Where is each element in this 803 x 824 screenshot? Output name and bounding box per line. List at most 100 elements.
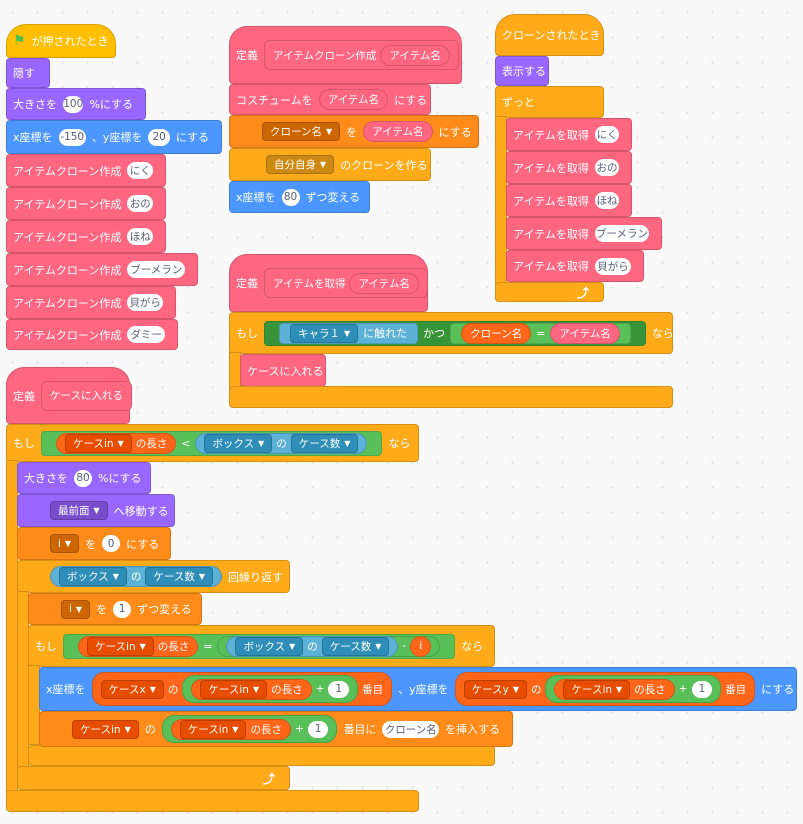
get-item-call-block[interactable]: アイテムを取得 貝がら [506, 250, 644, 282]
list-length-reporter[interactable]: ケースin ▼ の長さ [78, 635, 199, 657]
variable-dropdown[interactable]: クローン名 ▼ [262, 122, 341, 141]
list-dropdown[interactable]: ケースin ▼ [72, 719, 139, 739]
make-clone-call-block[interactable]: アイテムクローン作成 ブーメラン [6, 253, 198, 286]
add-operator[interactable]: ケースin ▼ の長さ + 1 [161, 715, 338, 743]
clone-target-dropdown[interactable]: 自分自身 ▼ [266, 155, 335, 174]
set-i-block[interactable]: i ▼ を 0 にする [17, 527, 171, 560]
property-dropdown[interactable]: ケース数 ▼ [321, 636, 390, 656]
sprite-dropdown[interactable]: キャラ１ ▼ [290, 323, 359, 343]
item-arg-input[interactable]: ブーメラン [127, 261, 185, 278]
variable-dropdown[interactable]: i ▼ [50, 534, 80, 553]
make-clone-call-block[interactable]: アイテムクローン作成 貝がら [6, 286, 176, 319]
change-x-input[interactable]: 80 [281, 188, 300, 206]
set-size-block[interactable]: 大きさを 100 %にする [6, 88, 146, 120]
list-dropdown[interactable]: ケースin ▼ [200, 679, 268, 699]
get-item-call-block[interactable]: アイテムを取得 にく [506, 118, 632, 151]
when-clone-start-block[interactable]: クローンされたとき [495, 14, 604, 56]
get-item-call-block[interactable]: アイテムを取得 ほね [506, 184, 632, 217]
define-case-block[interactable]: 定義 ケースに入れる [6, 367, 132, 424]
set-size-block[interactable]: 大きさを 80 %にする [17, 462, 151, 494]
custom-block-prototype[interactable]: アイテムクローン作成 アイテム名 [264, 40, 459, 70]
size-input[interactable]: 80 [74, 469, 92, 487]
y-input[interactable]: 20 [148, 128, 170, 146]
get-item-call-block[interactable]: アイテムを取得 ブーメラン [506, 217, 662, 250]
make-clone-call-block[interactable]: アイテムクローン作成 にく [6, 154, 166, 187]
add-operator[interactable]: ケースin ▼ の長さ + 1 [545, 675, 722, 703]
list-length-reporter[interactable]: ケースin ▼ の長さ [554, 678, 675, 700]
goto-xy-item-block[interactable]: x座標を ケースx ▼ の ケースin ▼ の長さ + 1 番目 、y座標を [39, 667, 797, 711]
value-input[interactable]: クローン名 [382, 720, 439, 738]
property-dropdown[interactable]: ケース数 ▼ [145, 567, 213, 586]
make-clone-call-block[interactable]: アイテムクローン作成 ほね [6, 220, 166, 253]
if-length-less-block[interactable]: もし ケースin ▼ の長さ < ボックス ▼ の ケース数 ▼ [6, 424, 419, 462]
subtract-operator[interactable]: ボックス ▼ の ケース数 ▼ - i [217, 635, 441, 657]
layer-dropdown[interactable]: 最前面 ▼ [50, 501, 108, 520]
item-arg-input[interactable]: おの [594, 159, 619, 176]
equals-operator[interactable]: ケースin ▼ の長さ = ボックス ▼ の ケース数 ▼ [63, 633, 456, 659]
list-dropdown[interactable]: ケースin ▼ [563, 679, 631, 699]
sprite-dropdown[interactable]: ボックス ▼ [235, 636, 304, 656]
item-of-list-reporter[interactable]: ケースy ▼ の ケースin ▼ の長さ + 1 番目 [454, 672, 756, 706]
list-dropdown[interactable]: ケースy ▼ [463, 679, 527, 699]
list-length-reporter[interactable]: ケースin ▼ の長さ [170, 718, 291, 740]
set-costume-block[interactable]: コスチュームを アイテム名 にする [229, 84, 431, 115]
sensing-of-reporter[interactable]: ボックス ▼ の ケース数 ▼ [195, 432, 368, 454]
item-arg-input[interactable]: ダミー [127, 326, 165, 343]
change-i-input[interactable]: 1 [113, 600, 132, 618]
param-reporter[interactable]: アイテム名 [363, 121, 433, 142]
insert-into-list-block[interactable]: ケースin ▼ の ケースin ▼ の長さ + 1 番目に クローン名 を挿入す… [39, 711, 513, 747]
forever-block[interactable]: ずっと [495, 86, 604, 118]
variable-dropdown[interactable]: i ▼ [61, 599, 91, 619]
number-input[interactable]: 1 [691, 680, 713, 698]
when-flag-clicked-block[interactable]: ⚑ が押されたとき [6, 24, 116, 58]
item-arg-input[interactable]: 貝がら [594, 257, 631, 275]
list-dropdown[interactable]: ケースin ▼ [87, 636, 154, 656]
create-clone-block[interactable]: 自分自身 ▼ のクローンを作る [229, 148, 431, 181]
goto-xy-block[interactable]: x座標を -150 、y座標を 20 にする [6, 120, 222, 154]
list-dropdown[interactable]: ケースin ▼ [179, 719, 247, 739]
change-i-block[interactable]: i ▼ を 1 ずつ変える [28, 593, 202, 625]
param-reporter[interactable]: アイテム名 [550, 322, 620, 344]
show-block[interactable]: 表示する [495, 56, 549, 86]
item-arg-input[interactable]: ほね [127, 228, 153, 245]
item-arg-input[interactable]: おの [127, 195, 153, 212]
number-input[interactable]: 1 [307, 720, 329, 738]
item-arg-input[interactable]: にく [594, 126, 619, 143]
sprite-dropdown[interactable]: ボックス ▼ [204, 433, 273, 453]
make-clone-call-block[interactable]: アイテムクローン作成 ダミー [6, 319, 178, 350]
sensing-of-reporter[interactable]: ボックス ▼ の ケース数 ▼ [50, 566, 222, 587]
define-clone-block[interactable]: 定義 アイテムクローン作成 アイテム名 [229, 26, 462, 84]
if-touching-block[interactable]: もし キャラ１ ▼ に触れた かつ クローン名 = アイテム名 なら [229, 312, 674, 354]
and-operator[interactable]: キャラ１ ▼ に触れた かつ クローン名 = アイテム名 [264, 320, 646, 346]
less-than-operator[interactable]: ケースin ▼ の長さ < ボックス ▼ の ケース数 ▼ [41, 430, 383, 456]
touching-sensor[interactable]: キャラ１ ▼ に触れた [279, 322, 419, 344]
custom-block-prototype[interactable]: アイテムを取得 アイテム名 [264, 268, 428, 298]
list-dropdown[interactable]: ケースx ▼ [100, 679, 164, 699]
param-reporter[interactable]: アイテム名 [318, 89, 389, 110]
item-of-list-reporter[interactable]: ケースx ▼ の ケースin ▼ の長さ + 1 番目 [91, 672, 393, 706]
put-in-case-call-block[interactable]: ケースに入れる [240, 354, 326, 387]
item-arg-input[interactable]: ほね [594, 192, 619, 209]
list-length-reporter[interactable]: ケースin ▼ の長さ [191, 678, 312, 700]
item-arg-input[interactable]: にく [127, 162, 153, 179]
param-reporter[interactable]: アイテム名 [349, 272, 419, 294]
equals-operator[interactable]: クローン名 = アイテム名 [450, 322, 631, 344]
sensing-of-reporter[interactable]: ボックス ▼ の ケース数 ▼ [226, 635, 399, 657]
hide-block[interactable]: 隠す [6, 58, 50, 88]
define-get-item-block[interactable]: 定義 アイテムを取得 アイテム名 [229, 254, 428, 312]
size-input[interactable]: 100 [63, 95, 84, 113]
number-input[interactable]: 1 [328, 680, 350, 698]
list-length-reporter[interactable]: ケースin ▼ の長さ [56, 432, 177, 454]
make-clone-call-block[interactable]: アイテムクローン作成 おの [6, 187, 166, 220]
go-to-layer-block[interactable]: 最前面 ▼ へ移動する [17, 494, 175, 527]
variable-reporter[interactable]: i [410, 635, 432, 657]
list-dropdown[interactable]: ケースin ▼ [65, 433, 132, 453]
param-reporter[interactable]: アイテム名 [380, 44, 450, 66]
i-value-input[interactable]: 0 [102, 535, 121, 552]
repeat-block[interactable]: ボックス ▼ の ケース数 ▼ 回繰り返す [17, 560, 290, 593]
x-input[interactable]: -150 [58, 128, 86, 146]
property-dropdown[interactable]: ケース数 ▼ [290, 433, 359, 453]
set-variable-block[interactable]: クローン名 ▼ を アイテム名 にする [229, 115, 479, 148]
variable-reporter[interactable]: クローン名 [461, 322, 532, 344]
